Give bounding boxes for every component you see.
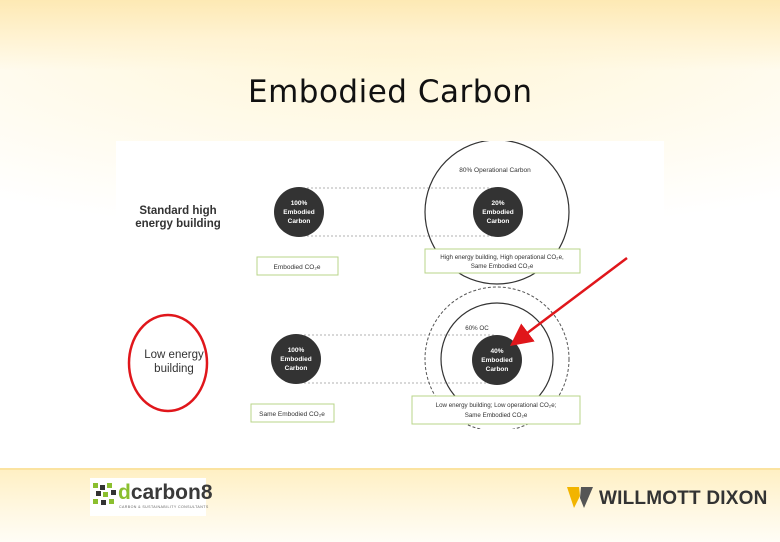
top-left-circle-line1: 100% [291, 200, 308, 207]
bottom-outer-label: 60% OC [465, 325, 489, 332]
top-outer-label: 80% Operational Carbon [459, 167, 531, 174]
bottom-left-circle-line1: 100% [288, 347, 305, 354]
top-right-caption-line1: High energy building, High operational C… [440, 254, 564, 261]
bottom-operational-outer-circle [424, 286, 570, 429]
top-right-circle-line3: Carbon [487, 218, 510, 225]
top-right-circle-line2: Embodied [482, 209, 513, 216]
top-gradient-band [0, 0, 780, 70]
bottom-left-embodied-circle [271, 334, 321, 384]
bottom-right-circle-line1: 40% [490, 348, 503, 355]
dcarbon8-name-prefix: d [118, 481, 131, 504]
dcarbon8-mosaic-icon [93, 483, 116, 505]
top-left-embodied-circle [274, 187, 324, 237]
bottom-left-caption-box [250, 403, 335, 423]
bottom-right-circle-line3: Carbon [486, 366, 509, 373]
bottom-left-circle-line3: Carbon [285, 365, 308, 372]
top-row-label-line2: energy building [135, 218, 221, 230]
slide-title: Embodied Carbon [248, 74, 533, 110]
top-left-caption-box [256, 256, 339, 276]
bottom-right-caption-box [411, 395, 581, 425]
diagram-svg: Standard high energy building 100% Embod… [127, 141, 581, 429]
top-left-caption: Embodied CO₂e [274, 264, 321, 271]
top-right-caption-line2: Same Embodied CO₂e [471, 263, 534, 270]
top-left-circle-line2: Embodied [283, 209, 314, 216]
top-right-circle-line1: 20% [491, 200, 504, 207]
embodied-carbon-diagram: Standard high energy building 100% Embod… [116, 141, 664, 429]
bottom-row-label-line1: Low energy [144, 349, 204, 361]
bottom-right-caption-line1: Low energy building; Low operational CO₂… [436, 402, 557, 409]
bottom-right-caption-line2: Same Embodied CO₂e [465, 412, 528, 419]
bottom-row-label-line2: building [154, 363, 194, 375]
bottom-right-embodied-circle [472, 335, 522, 385]
willmott-dixon-chevron-icon [567, 487, 593, 508]
willmott-dixon-name: WILLMOTT DIXON [599, 488, 768, 509]
top-row-label-line1: Standard high [139, 205, 216, 217]
dcarbon8-tagline: CARBON & SUSTAINABILITY CONSULTANTS [119, 505, 209, 509]
dcarbon8-name-rest: carbon8 [130, 481, 213, 504]
bottom-right-circle-line2: Embodied [481, 357, 512, 364]
bottom-left-caption: Same Embodied CO₂e [259, 411, 325, 418]
top-right-embodied-circle [473, 187, 523, 237]
low-energy-highlight-ellipse [127, 313, 209, 413]
willmott-dixon-logo: WILLMOTT DIXON [566, 482, 768, 516]
top-operational-outer-circle [424, 141, 570, 285]
dcarbon8-logo: dcarbon8 CARBON & SUSTAINABILITY CONSULT… [90, 478, 213, 516]
dcarbon8-name: dcarbon8 [118, 481, 213, 505]
bottom-left-circle-line2: Embodied [280, 356, 311, 363]
top-left-circle-line3: Carbon [288, 218, 311, 225]
